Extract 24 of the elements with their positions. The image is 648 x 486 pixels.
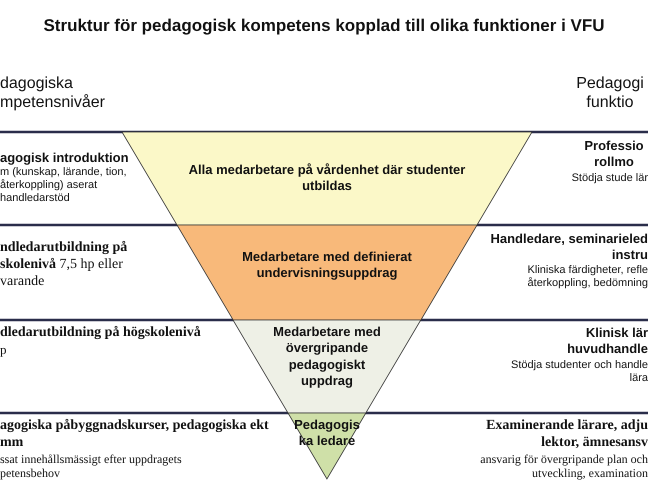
row-description: ansvarig för övergripande plan och utveckling, examination bbox=[479, 452, 648, 481]
row-description: Stödja stude lär bbox=[570, 172, 648, 186]
row-heading: Handledare, seminarieled instru bbox=[489, 231, 648, 262]
segment-label: Alla medarbetare på vårdenhet där studenter utbildas bbox=[188, 162, 466, 194]
row-heading: Professio rollmo bbox=[583, 138, 645, 170]
row-description: ssat innehållsmässigt efter uppdragets petensbehov bbox=[0, 452, 183, 481]
row-description: Kliniska färdigheter, refle återkoppling, bedömning bbox=[526, 264, 648, 290]
funnel-segment bbox=[233, 320, 421, 413]
row-heading: Examinerande lärare, adju lektor, ämnesansv bbox=[485, 418, 648, 452]
row-heading: dledarutbildning på högskolenivå bbox=[0, 325, 202, 342]
row-description: Stödja studenter och handle lära bbox=[510, 359, 648, 386]
row-heading: agogisk introduktion bbox=[0, 150, 130, 166]
row-description: m (kunskap, lärande, tion, återkoppling) aserat handledarstöd bbox=[0, 166, 128, 206]
row-heading: ndledarutbildning på skolenivå 7,5 hp eller varande bbox=[0, 240, 128, 290]
funnel-segment bbox=[288, 413, 366, 479]
segment-label: Medarbetare med definierat undervisningsuppdrag bbox=[241, 249, 413, 282]
row-description: p bbox=[0, 342, 8, 358]
row-heading: agogiska påbyggnadskurser, pedagogiska ekt mm bbox=[0, 418, 270, 452]
column-heading: Pedagogi funktio bbox=[575, 74, 645, 112]
row-heading: Klinisk lär huvudhandle bbox=[566, 325, 648, 356]
segment-label: Medarbetare med övergripande pedagogiskt uppdrag bbox=[272, 324, 382, 389]
column-heading: dagogiska mpetensnivåer bbox=[0, 74, 106, 112]
funnel-segment bbox=[176, 225, 478, 320]
diagram-title: Struktur för pedagogisk kompetens kopplad till olika funktioner i VFU bbox=[42, 16, 606, 36]
